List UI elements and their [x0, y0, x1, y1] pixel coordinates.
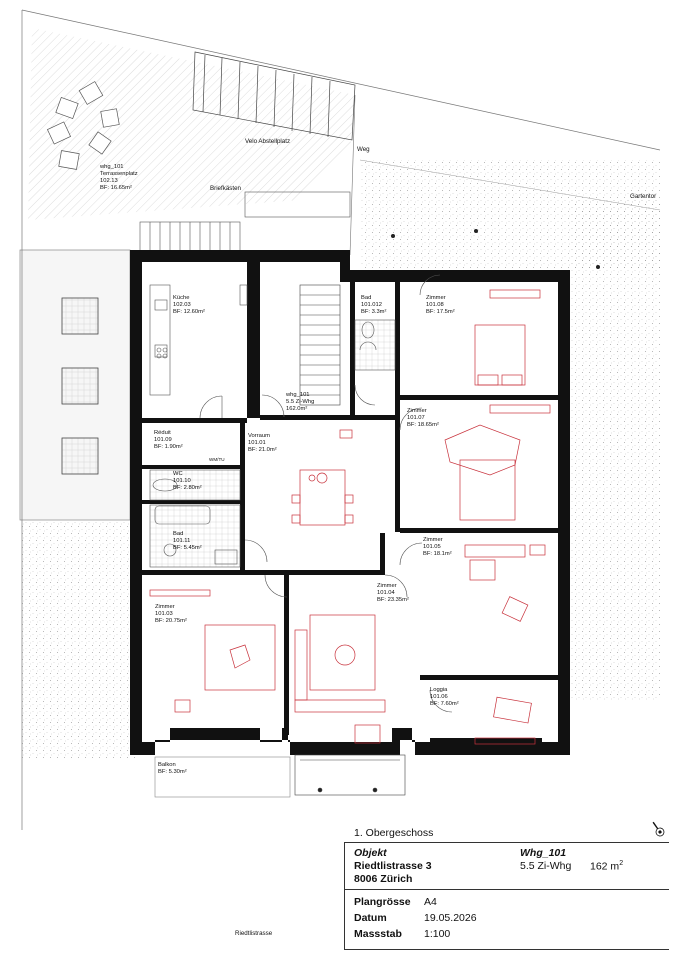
furniture — [149, 289, 551, 745]
plangroesse-value: A4 — [424, 896, 437, 908]
svg-text:Zimmer: Zimmer — [155, 604, 175, 610]
massstab-value: 1:100 — [424, 928, 451, 940]
svg-text:Vorraum: Vorraum — [248, 433, 270, 439]
room-label-loggia: Loggia 101.06 BF: 7.60m² — [430, 687, 459, 707]
svg-text:Küche: Küche — [173, 295, 189, 301]
kitchen-fixtures — [149, 284, 248, 396]
datum-label: Datum — [354, 912, 387, 924]
room-label-balkon: Balkon BF: 5.30m² — [158, 762, 187, 775]
titleblock-rule-bottom — [344, 949, 669, 950]
svg-text:BF: 5.45m²: BF: 5.45m² — [173, 545, 202, 551]
svg-text:Balkon: Balkon — [158, 762, 176, 768]
svg-text:BF: 21.0m²: BF: 21.0m² — [248, 447, 277, 453]
room-label-bad2: Bad 101.11 BF: 5.45m² — [173, 531, 202, 551]
bay-window — [294, 754, 406, 796]
room-label-whg: whg_101 5.5 Zi-Whg 162.0m² — [285, 392, 314, 412]
svg-text:BF: 12.60m²: BF: 12.60m² — [173, 309, 205, 315]
svg-text:101.04: 101.04 — [377, 590, 396, 596]
svg-text:BF: 18.1m²: BF: 18.1m² — [423, 551, 452, 557]
svg-text:101.05: 101.05 — [423, 544, 441, 550]
bath-fixtures — [149, 319, 396, 568]
svg-text:WC: WC — [173, 471, 183, 477]
svg-text:BF: 17.5m²: BF: 17.5m² — [426, 309, 455, 315]
titleblock-rule-mid — [344, 889, 669, 890]
svg-text:BF: 18.65m²: BF: 18.65m² — [407, 422, 439, 428]
svg-text:Loggia: Loggia — [430, 687, 448, 693]
plangroesse-label: Plangrösse — [354, 896, 411, 908]
svg-text:Zimmer: Zimmer — [407, 408, 427, 414]
svg-text:101.08: 101.08 — [426, 302, 444, 308]
svg-text:BF: 5.30m²: BF: 5.30m² — [158, 769, 187, 775]
svg-text:101.03: 101.03 — [155, 611, 173, 617]
terrace-furniture — [46, 81, 120, 170]
svg-text:101.09: 101.09 — [154, 437, 172, 443]
floor-title: 1. Obergeschoss — [354, 827, 434, 839]
objekt-label: Objekt — [354, 847, 387, 859]
svg-text:BF: 16.65m²: BF: 16.65m² — [100, 185, 132, 191]
titleblock-rule-top — [344, 842, 669, 843]
svg-text:Zimmer: Zimmer — [426, 295, 446, 301]
room-label-wmtu: WM/TU — [209, 457, 225, 462]
svg-text:162.0m²: 162.0m² — [286, 406, 307, 412]
unit-area: 162 m2 — [590, 860, 623, 873]
svg-text:Zimmer: Zimmer — [377, 583, 397, 589]
svg-text:BF: 2.80m²: BF: 2.80m² — [173, 485, 202, 491]
svg-text:Bad: Bad — [361, 295, 371, 301]
site-background — [19, 9, 661, 830]
bike-parking — [192, 51, 356, 141]
svg-text:BF: 20.75m²: BF: 20.75m² — [155, 618, 187, 624]
massstab-label: Massstab — [354, 928, 402, 940]
briefkasten-label: Briefkästen — [210, 185, 242, 192]
building-walls — [130, 250, 570, 755]
svg-text:Zimmer: Zimmer — [423, 537, 443, 543]
unit-type: 5.5 Zi-Whg — [520, 860, 572, 872]
svg-text:whg_101: whg_101 — [285, 392, 310, 398]
room-label-vorraum: Vorraum 101.01 BF: 21.0m² — [248, 433, 277, 453]
svg-text:BF: 1.90m²: BF: 1.90m² — [154, 444, 183, 450]
weg-label: Weg — [357, 146, 370, 153]
unit-area-value: 162 m — [590, 860, 620, 873]
trees — [391, 229, 600, 269]
room-label-wc: WC 101.10 BF: 2.80m² — [173, 471, 202, 491]
svg-text:101.06: 101.06 — [430, 694, 448, 700]
velo-label: Velo Abstellplatz — [245, 138, 290, 145]
unit-area-sup: 2 — [619, 860, 624, 867]
room-label-bad1: Bad 101.012 BF: 3.3m² — [361, 295, 387, 315]
stairwell — [299, 284, 341, 406]
room-label-z103: Zimmer 101.03 BF: 20.75m² — [155, 604, 187, 624]
room-label-z108: Zimmer 101.08 BF: 17.5m² — [426, 295, 455, 315]
doors — [199, 274, 453, 713]
room-label-z105: Zimmer 101.05 BF: 18.1m² — [423, 537, 452, 557]
terrace-label: whg_101 Terrassenplatz 102.13 BF: 16.65m… — [99, 164, 138, 191]
svg-text:101.10: 101.10 — [173, 478, 191, 484]
skylights — [61, 297, 99, 475]
room-label-kueche: Küche 102.03 BF: 12.60m² — [173, 295, 205, 315]
svg-text:whg_101: whg_101 — [99, 164, 124, 170]
room-label-z104: Zimmer 101.04 BF: 23.35m² — [377, 583, 409, 603]
address-line2: 8006 Zürich — [354, 873, 413, 885]
svg-text:102.03: 102.03 — [173, 302, 191, 308]
unit-label: Whg_101 — [520, 847, 567, 859]
svg-text:102.13: 102.13 — [100, 178, 118, 184]
svg-text:Réduit: Réduit — [154, 430, 171, 436]
room-label-z107: Zimmer 101.07 BF: 18.65m² — [407, 408, 439, 428]
svg-text:Terrassenplatz: Terrassenplatz — [100, 171, 138, 177]
svg-text:101.07: 101.07 — [407, 415, 425, 421]
north-arrow-icon — [652, 821, 665, 837]
svg-text:101.012: 101.012 — [361, 302, 382, 308]
room-label-reduit: Réduit 101.09 BF: 1.90m² — [154, 430, 183, 450]
address-line1: Riedtlistrasse 3 — [354, 860, 432, 872]
svg-text:5.5 Zi-Whg: 5.5 Zi-Whg — [286, 399, 314, 405]
gartentor-label: Gartentor — [630, 193, 656, 200]
svg-text:101.11: 101.11 — [173, 538, 190, 544]
street-label: Riedtlistrasse — [235, 930, 273, 937]
svg-text:Bad: Bad — [173, 531, 183, 537]
datum-value: 19.05.2026 — [424, 912, 477, 924]
svg-text:BF: 23.35m²: BF: 23.35m² — [377, 597, 409, 603]
svg-text:BF: 3.3m²: BF: 3.3m² — [361, 309, 387, 315]
titleblock-rule-left — [344, 842, 345, 949]
svg-text:BF: 7.60m²: BF: 7.60m² — [430, 701, 459, 707]
svg-text:101.01: 101.01 — [248, 440, 266, 446]
